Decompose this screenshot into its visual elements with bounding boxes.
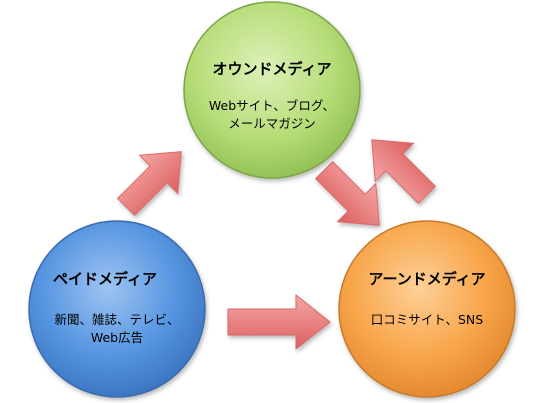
owned-media-description: Webサイト、ブログ、 メールマガジン — [184, 97, 360, 133]
owned-media-title: オウンドメディア — [212, 60, 332, 78]
owned-media-line-1: Webサイト、ブログ、 — [208, 98, 336, 113]
owned-media-circle — [183, 1, 361, 179]
earned-media-node: アーンドメディア 口コミサイト、SNS — [339, 268, 515, 329]
earned-media-title: アーンドメディア — [368, 270, 486, 288]
earned-media-line-1: 口コミサイト、SNS — [370, 312, 484, 327]
arrow-paid-to-earned — [227, 293, 331, 351]
owned-media-line-2: メールマガジン — [228, 116, 316, 131]
paid-media-line-2: Web広告 — [90, 330, 144, 345]
paid-media-line-1: 新聞、雑誌、テレビ、 — [54, 312, 180, 327]
paid-media-description: 新聞、雑誌、テレビ、 Web広告 — [29, 311, 205, 347]
paid-media-node: ペイドメディア 新聞、雑誌、テレビ、 Web広告 — [29, 268, 205, 347]
paid-media-circle — [28, 220, 206, 398]
earned-media-description: 口コミサイト、SNS — [339, 311, 515, 329]
owned-media-node: オウンドメディア Webサイト、ブログ、 メールマガジン — [184, 58, 360, 133]
arrow-paid-to-owned — [116, 151, 182, 217]
arrow-owned-to-earned — [314, 160, 380, 226]
earned-media-circle — [338, 220, 516, 398]
arrow-earned-to-owned — [371, 139, 437, 205]
paid-media-title: ペイドメディア — [53, 270, 157, 288]
